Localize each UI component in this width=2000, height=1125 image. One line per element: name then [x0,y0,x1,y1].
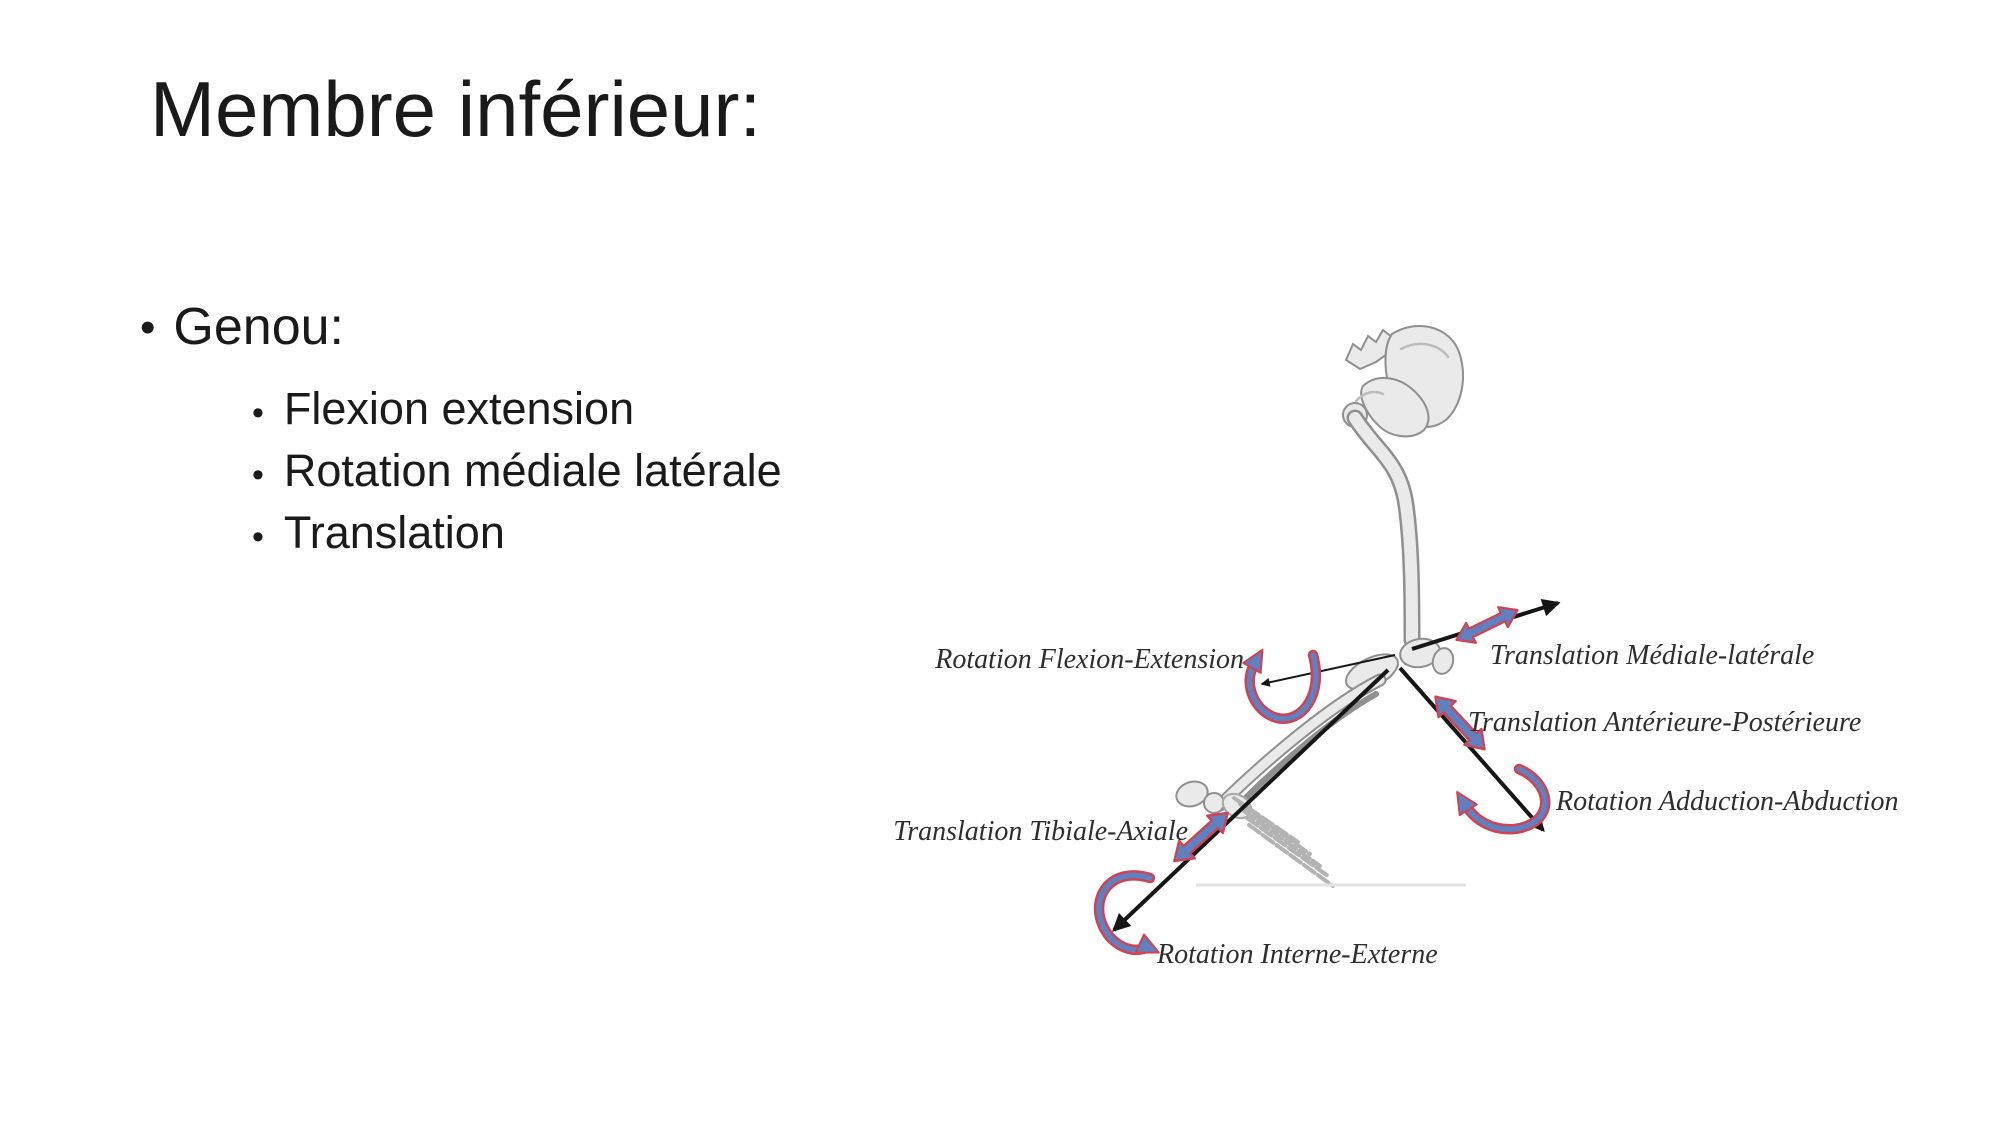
bullet-flexion-extension-label: Flexion extension [283,382,635,434]
label-rotation-adduction-abduction: Rotation Adduction-Abduction [1555,786,1898,817]
bullet-icon: • [252,393,264,432]
sub-bullet-list: • Flexion extension • Rotation médiale l… [252,380,782,566]
bullet-icon: • [252,455,264,494]
rotation-interne-externe-arrow [1093,870,1165,963]
bullet-icon: • [252,517,264,556]
bullet-list: • Genou: • Flexion extension • Rotation … [140,298,782,566]
figure-labels: Rotation Flexion-Extension Translation M… [893,640,1898,970]
bullet-genou-label: Genou: [173,298,344,356]
femur-bone [1346,409,1455,675]
page-title: Membre inférieur: [150,65,762,153]
ankle-joint [1203,792,1225,814]
bullet-flexion-extension: • Flexion extension [252,380,782,442]
label-translation-tibiale-axiale: Translation Tibiale-Axiale [893,816,1188,847]
tibial-axis-line [1112,668,1390,932]
tibia-bone [1213,653,1399,815]
bullet-translation: • Translation [252,504,782,566]
anterior-posterior-axis-line [1398,666,1545,833]
knee-dof-figure: Rotation Flexion-Extension Translation M… [860,240,1940,1030]
fibula-bone [1229,691,1379,815]
bullet-rotation-mediale: • Rotation médiale latérale [252,442,782,504]
label-translation-mediale-laterale: Translation Médiale-latérale [1490,640,1814,671]
rotation-flexion-extension-arrow [1242,643,1322,724]
calcaneus-bone [1175,780,1209,808]
flexion-extension-axis-line [1260,654,1396,687]
label-translation-anterieure-posterieure: Translation Antérieure-Postérieure [1468,707,1861,738]
bullet-rotation-mediale-label: Rotation médiale latérale [283,444,782,496]
rotation-adduction-abduction-arrow [1447,763,1551,835]
bullet-translation-label: Translation [283,506,505,558]
foot-bones [1175,780,1335,888]
bullet-icon: • [140,303,156,352]
pelvis-bone [1342,325,1464,438]
bullet-genou: • Genou: [140,298,782,358]
leg-skeleton-illustration [1175,325,1466,888]
label-rotation-interne-externe: Rotation Interne-Externe [1156,939,1438,970]
label-rotation-flexion-extension: Rotation Flexion-Extension [934,644,1244,675]
rotation-arrows [1093,643,1551,963]
